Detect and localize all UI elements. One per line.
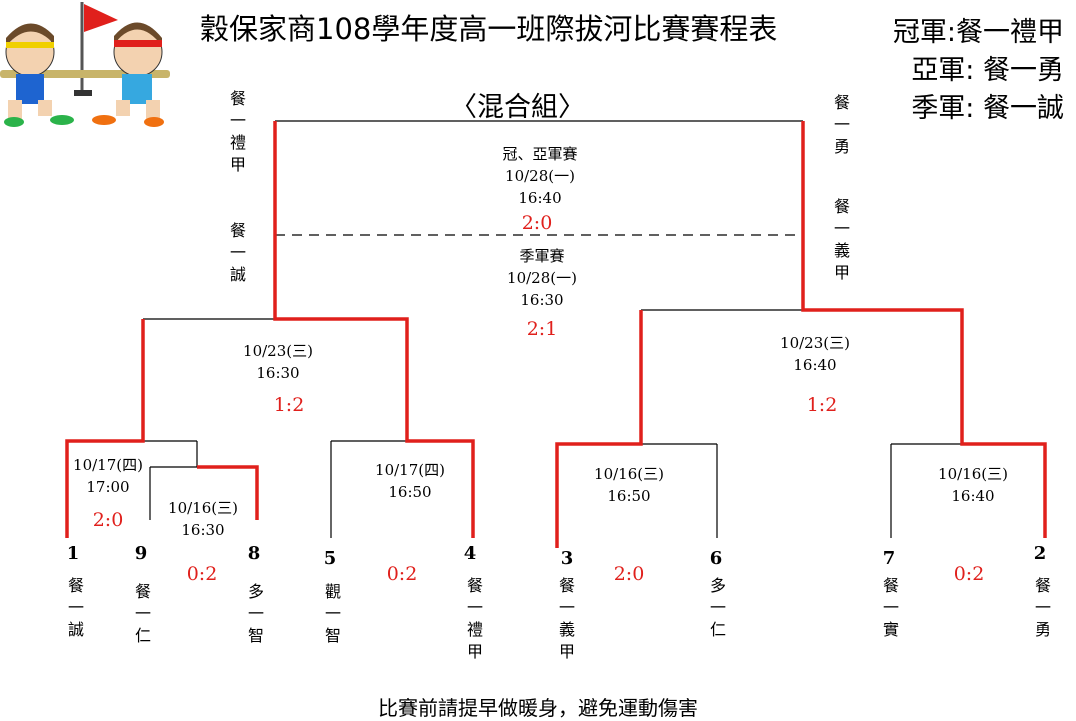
page-title: 穀保家商108學年度高一班際拔河比賽賽程表 bbox=[200, 12, 778, 46]
team-name: 觀一智 bbox=[322, 583, 341, 649]
third-right-team-name: 餐一義甲 bbox=[831, 198, 850, 286]
final-date: 10/28(一) bbox=[505, 167, 575, 185]
semi-left-info: 10/23(三) 16:30 bbox=[243, 340, 313, 384]
third-place-info: 季軍賽 10/28(一) 16:30 bbox=[507, 245, 577, 311]
semi-right-time: 16:40 bbox=[793, 356, 837, 374]
r1-match3-info: 10/17(四) 16:50 bbox=[375, 459, 445, 503]
third-place-time: 16:30 bbox=[520, 291, 564, 309]
r1-match2-time: 16:30 bbox=[181, 521, 225, 539]
winner-path-left bbox=[273, 121, 475, 538]
r1-match5-time: 16:40 bbox=[951, 487, 995, 505]
r1-match2-score: 0:2 bbox=[186, 563, 218, 585]
team-seed: 3 bbox=[560, 548, 574, 569]
r1-match1-date: 10/17(四) bbox=[73, 456, 143, 474]
final-name: 冠、亞軍賽 bbox=[502, 145, 578, 163]
champion-label: 冠軍:餐一禮甲 bbox=[892, 17, 1064, 48]
winner-path-seed8 bbox=[197, 465, 259, 520]
r1-match4-date: 10/16(三) bbox=[594, 465, 664, 483]
team-seed: 2 bbox=[1033, 543, 1047, 564]
third-place-name: 季軍賽 bbox=[519, 247, 565, 265]
r1-match3-score: 0:2 bbox=[386, 563, 418, 585]
tug-of-war-clipart bbox=[0, 2, 170, 127]
semi-left-date: 10/23(三) bbox=[243, 342, 313, 360]
r1-match1-score: 2:0 bbox=[92, 509, 124, 531]
final-left-team-name: 餐一禮甲 bbox=[227, 90, 246, 178]
team-seed: 6 bbox=[709, 548, 723, 569]
semi-right-score: 1:2 bbox=[806, 394, 838, 416]
final-info: 冠、亞軍賽 10/28(一) 16:40 bbox=[502, 143, 577, 209]
r1-match2-info: 10/16(三) 16:30 bbox=[168, 497, 238, 541]
team-name: 餐一仁 bbox=[132, 583, 151, 649]
r1-match5-info: 10/16(三) 16:40 bbox=[938, 463, 1008, 507]
winner-path-seed3 bbox=[555, 310, 643, 548]
semi-left-time: 16:30 bbox=[256, 364, 300, 382]
runner-up-label: 亞軍: 餐一勇 bbox=[911, 55, 1064, 86]
group-label: 〈混合組〉 bbox=[450, 92, 585, 123]
final-score: 2:0 bbox=[521, 212, 553, 234]
r1-match4-score: 2:0 bbox=[613, 563, 645, 585]
third-place-score: 2:1 bbox=[526, 318, 558, 340]
final-time: 16:40 bbox=[518, 189, 562, 207]
team-seed: 7 bbox=[882, 548, 896, 569]
third-place-label: 季軍: 餐一誠 bbox=[911, 93, 1064, 124]
team-name: 餐一勇 bbox=[1032, 577, 1051, 643]
semi-left-score: 1:2 bbox=[273, 394, 305, 416]
r1-match2-date: 10/16(三) bbox=[168, 499, 238, 517]
team-seed: 1 bbox=[66, 543, 80, 564]
team-seed: 4 bbox=[463, 543, 477, 564]
team-name: 餐一誠 bbox=[65, 577, 84, 643]
r1-match3-date: 10/17(四) bbox=[375, 461, 445, 479]
team-seed: 5 bbox=[323, 548, 337, 569]
r1-match4-time: 16:50 bbox=[607, 487, 651, 505]
winner-path-right bbox=[801, 121, 1047, 538]
r1-match1-info: 10/17(四) 17:00 bbox=[73, 454, 143, 498]
results-panel: 冠軍:餐一禮甲 亞軍: 餐一勇 季軍: 餐一誠 bbox=[893, 14, 1064, 128]
r1-match1-time: 17:00 bbox=[86, 478, 130, 496]
team-name: 多一智 bbox=[245, 583, 264, 649]
r1-match4-info: 10/16(三) 16:50 bbox=[594, 463, 664, 507]
winner-path-seed1 bbox=[65, 319, 145, 538]
team-name: 餐一實 bbox=[880, 577, 899, 643]
r1-match3-time: 16:50 bbox=[388, 483, 432, 501]
third-place-date: 10/28(一) bbox=[507, 269, 577, 287]
r1-match5-date: 10/16(三) bbox=[938, 465, 1008, 483]
team-seed: 9 bbox=[134, 543, 148, 564]
team-name: 多一仁 bbox=[707, 577, 726, 643]
third-left-team-name: 餐一誠 bbox=[227, 222, 246, 288]
team-name: 餐一義甲 bbox=[556, 577, 575, 665]
semi-right-date: 10/23(三) bbox=[780, 334, 850, 352]
r1-match5-score: 0:2 bbox=[953, 563, 985, 585]
safety-notice: 比賽前請提早做暖身，避免運動傷害 bbox=[378, 696, 698, 720]
team-name: 餐一禮甲 bbox=[464, 577, 483, 665]
team-seed: 8 bbox=[247, 543, 261, 564]
semi-right-info: 10/23(三) 16:40 bbox=[780, 332, 850, 376]
final-right-team-name: 餐一勇 bbox=[831, 94, 850, 160]
